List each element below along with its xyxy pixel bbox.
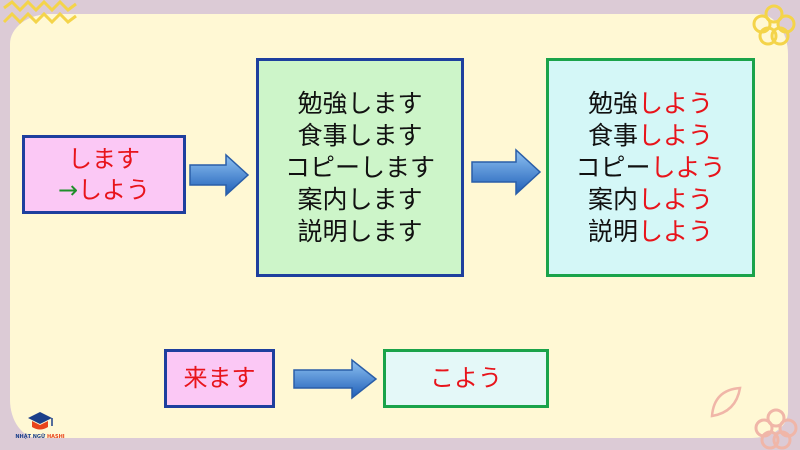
rule-box: します →しよう bbox=[22, 135, 186, 214]
list-item: 説明しよう bbox=[587, 216, 714, 246]
list-item: 説明します bbox=[297, 216, 423, 246]
list-item: コピーします bbox=[284, 152, 436, 182]
list-item: 勉強しよう bbox=[587, 88, 714, 118]
masu-form-list: 勉強します 食事します コピーします 案内します 説明します bbox=[256, 58, 464, 277]
list-item: 案内しよう bbox=[587, 184, 714, 214]
rule-to: しよう bbox=[78, 175, 151, 204]
list-item: 食事します bbox=[297, 120, 423, 150]
rule-from: します bbox=[68, 144, 140, 173]
list-item: 食事しよう bbox=[587, 120, 714, 150]
kuru-masu: 来ます bbox=[183, 364, 256, 393]
kuru-volitional: こよう bbox=[430, 364, 502, 393]
flower-decoration-icon bbox=[752, 4, 796, 46]
flower-decoration-icon bbox=[754, 408, 798, 450]
list-item: 案内します bbox=[297, 184, 423, 214]
logo-line1: NHẬT NGỮ bbox=[15, 434, 46, 440]
leaf-decoration-icon bbox=[710, 386, 742, 418]
logo: NHẬT NGỮ HASHI bbox=[10, 410, 70, 446]
kuru-volitional-box: こよう bbox=[383, 349, 549, 408]
right-arrow-icon bbox=[189, 153, 250, 197]
logo-line2: HASHI bbox=[46, 434, 65, 440]
zigzag-decoration-icon bbox=[2, 0, 77, 25]
volitional-form-list: 勉強しよう 食事しよう コピーしよう 案内しよう 説明しよう bbox=[546, 58, 755, 277]
rule-arrow-glyph: → bbox=[57, 175, 79, 204]
right-arrow-icon bbox=[293, 358, 378, 400]
list-item: 勉強します bbox=[297, 88, 423, 118]
graduation-cap-icon bbox=[28, 412, 53, 430]
right-arrow-icon bbox=[471, 148, 542, 196]
rule-to-line: →しよう bbox=[58, 175, 150, 206]
kuru-masu-box: 来ます bbox=[164, 349, 275, 408]
list-item: コピーしよう bbox=[575, 152, 726, 182]
